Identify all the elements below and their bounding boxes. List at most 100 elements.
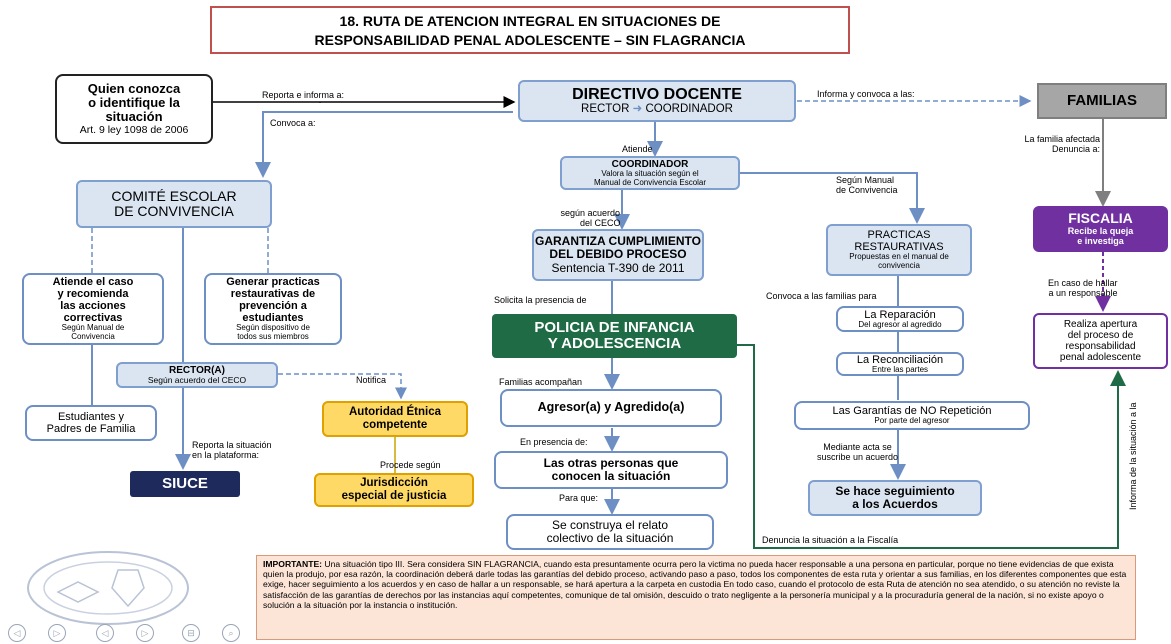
label-familia-1: La familia afectada xyxy=(1024,134,1100,144)
generar-practicas-box: Generar practicas restaurativas de preve… xyxy=(204,273,342,345)
generar-line-3: prevención a xyxy=(239,300,307,313)
directivo-coordinador: COORDINADOR xyxy=(645,103,733,116)
reparacion-title: La Reparación xyxy=(864,308,936,321)
quien-line-2: o identifique la xyxy=(88,95,180,111)
reconciliacion-title: La Reconciliación xyxy=(856,353,944,366)
important-text: Una situación tipo III. Sera considera S… xyxy=(263,559,1127,610)
label-convoca-familias: Convoca a las familias para xyxy=(766,291,877,301)
practicas-sub-2: convivencia xyxy=(878,261,920,271)
label-acuerdo: según acuerdo del CECO xyxy=(560,208,620,229)
rector-sub: Según acuerdo del CECO xyxy=(147,374,247,385)
reconciliacion-box: La Reconciliación Entre las partes xyxy=(836,352,964,376)
label-hallar: En caso de hallar a un responsable xyxy=(1048,278,1118,299)
fiscalia-box: FISCALIA Recibe la queja e investiga xyxy=(1033,206,1168,252)
realiza-line-1: Realiza apertura xyxy=(1063,319,1138,330)
label-hallar-1: En caso de hallar xyxy=(1048,278,1118,288)
policia-box: POLICIA DE INFANCIA Y ADOLESCENCIA xyxy=(492,314,737,358)
generar-line-4: estudiantes xyxy=(242,312,304,325)
generar-line-1: Generar practicas xyxy=(226,276,320,289)
seguimiento-line-1: Se hace seguimiento xyxy=(835,483,955,498)
quien-line-3: situación xyxy=(105,109,163,125)
comite-box: COMITÉ ESCOLAR DE CONVIVENCIA xyxy=(76,180,272,228)
label-reporta: Reporta e informa a: xyxy=(262,90,345,100)
realiza-line-4: penal adolescente xyxy=(1059,352,1142,363)
otras-line-1: Las otras personas que xyxy=(543,455,679,470)
siuce-text: SIUCE xyxy=(162,474,208,492)
comite-line-2: DE CONVIVENCIA xyxy=(114,203,234,219)
label-convoca: Convoca a: xyxy=(270,118,316,128)
generar-sub-2: todos sus miembros xyxy=(237,332,309,342)
label-mediante: Mediante acta se suscribe un acuerdo xyxy=(817,442,899,463)
autoridad-line-1: Autoridad Étnica xyxy=(348,406,441,419)
label-familias-acompanan: Familias acompañan xyxy=(499,377,583,387)
autoridad-etnica-box: Autoridad Étnica competente xyxy=(322,401,468,437)
page-title: 18. RUTA DE ATENCION INTEGRAL EN SITUACI… xyxy=(210,6,850,54)
slide-sorter-icon[interactable]: ⊟ xyxy=(182,624,200,642)
nav-prev-button[interactable]: ◁ xyxy=(8,624,26,642)
agresor-agredido-box: Agresor(a) y Agredido(a) xyxy=(500,389,722,427)
reparacion-box: La Reparación Del agresor al agredido xyxy=(836,306,964,332)
garantiza-line-1: GARANTIZA CUMPLIMIENTO xyxy=(535,234,701,249)
label-mediante-2: suscribe un acuerdo xyxy=(817,451,899,462)
garantiza-line-3: Sentencia T-390 de 2011 xyxy=(551,260,685,275)
coordinador-box: COORDINADOR Valora la situación según el… xyxy=(560,156,740,190)
nav-next-button[interactable]: ▷ xyxy=(48,624,66,642)
realiza-line-2: del proceso de xyxy=(1067,330,1134,341)
label-reporta-situacion: Reporta la situación en la plataforma: xyxy=(192,440,272,461)
fiscalia-title: FISCALIA xyxy=(1068,210,1133,227)
label-hallar-2: a un responsable xyxy=(1048,287,1118,298)
comite-line-1: COMITÉ ESCOLAR xyxy=(111,187,237,204)
label-procede: Procede según xyxy=(380,460,441,470)
autoridad-line-2: competente xyxy=(362,419,428,431)
garantiza-box: GARANTIZA CUMPLIMIENTO DEL DEBIDO PROCES… xyxy=(532,229,704,281)
label-en-presencia: En presencia de: xyxy=(520,437,588,447)
zoom-icon[interactable]: ⌕ xyxy=(222,624,240,642)
important-note: IMPORTANTE: Una situación tipo III. Sera… xyxy=(256,555,1136,640)
label-familia: La familia afectada Denuncia a: xyxy=(988,134,1100,155)
directivo-title: DIRECTIVO DOCENTE xyxy=(572,85,742,103)
atiende-sub-1: Según Manual de xyxy=(61,323,125,333)
familias-box: FAMILIAS xyxy=(1037,83,1167,119)
practicas-box: PRACTICAS RESTAURATIVAS Propuestas en el… xyxy=(826,224,972,276)
siuce-box: SIUCE xyxy=(130,471,240,497)
atiende-line-1: Atiende el caso xyxy=(52,276,134,289)
reconciliacion-sub: Entre las partes xyxy=(871,364,929,374)
familias-title: FAMILIAS xyxy=(1067,91,1137,109)
jurisdiccion-line-1: Jurisdicción xyxy=(360,477,428,490)
relato-box: Se construya el relato colectivo de la s… xyxy=(506,514,714,550)
realiza-line-3: responsabilidad xyxy=(1065,341,1136,352)
label-reporta-situacion-2: en la plataforma: xyxy=(192,449,260,460)
jurisdiccion-box: Jurisdicción especial de justicia xyxy=(314,473,474,507)
relato-line-2: colectivo de la situación xyxy=(546,531,674,545)
coordinador-title: COORDINADOR xyxy=(611,158,689,170)
label-mediante-1: Mediante acta se xyxy=(823,442,892,452)
atiende-line-2: y recomienda xyxy=(57,288,129,301)
agresor-text: Agresor(a) y Agredido(a) xyxy=(537,400,685,415)
estudiantes-line-1: Estudiantes y xyxy=(57,410,125,423)
coordinador-line-1: Valora la situación según el xyxy=(601,168,699,178)
rector-title: RECTOR(A) xyxy=(169,364,225,376)
label-solicita: Solicita la presencia de xyxy=(494,295,587,305)
seguimiento-box: Se hace seguimiento a los Acuerdos xyxy=(808,480,982,516)
label-segun-manual: Según Manual de Convivencia xyxy=(836,175,898,196)
garantias-box: Las Garantías de NO Repetición Por parte… xyxy=(794,401,1030,430)
seguimiento-line-2: a los Acuerdos xyxy=(852,497,938,511)
label-notifica: Notifica xyxy=(356,375,387,385)
atiende-line-4: correctivas xyxy=(63,312,123,325)
estudiantes-line-2: Padres de Familia xyxy=(46,423,136,435)
label-atiende: Atiende xyxy=(622,144,653,154)
atiende-sub-2: Convivencia xyxy=(71,332,115,342)
nav-last-button[interactable]: ▷ xyxy=(136,624,154,642)
title-line-1: 18. RUTA DE ATENCION INTEGRAL EN SITUACI… xyxy=(339,13,721,29)
label-para-que: Para que: xyxy=(559,493,599,503)
label-segun-manual-2: de Convivencia xyxy=(836,184,898,195)
generar-line-2: restaurativas de xyxy=(230,288,316,301)
practicas-line-1: PRACTICAS xyxy=(867,229,931,242)
quien-sub: Art. 9 ley 1098 de 2006 xyxy=(79,123,189,136)
practicas-sub-1: Propuestas en el manual de xyxy=(849,252,949,262)
jurisdiccion-line-2: especial de justicia xyxy=(341,490,447,502)
estudiantes-box: Estudiantes y Padres de Familia xyxy=(25,405,157,441)
nav-first-button[interactable]: ◁ xyxy=(96,624,114,642)
garantias-sub: Por parte del agresor xyxy=(874,416,950,426)
